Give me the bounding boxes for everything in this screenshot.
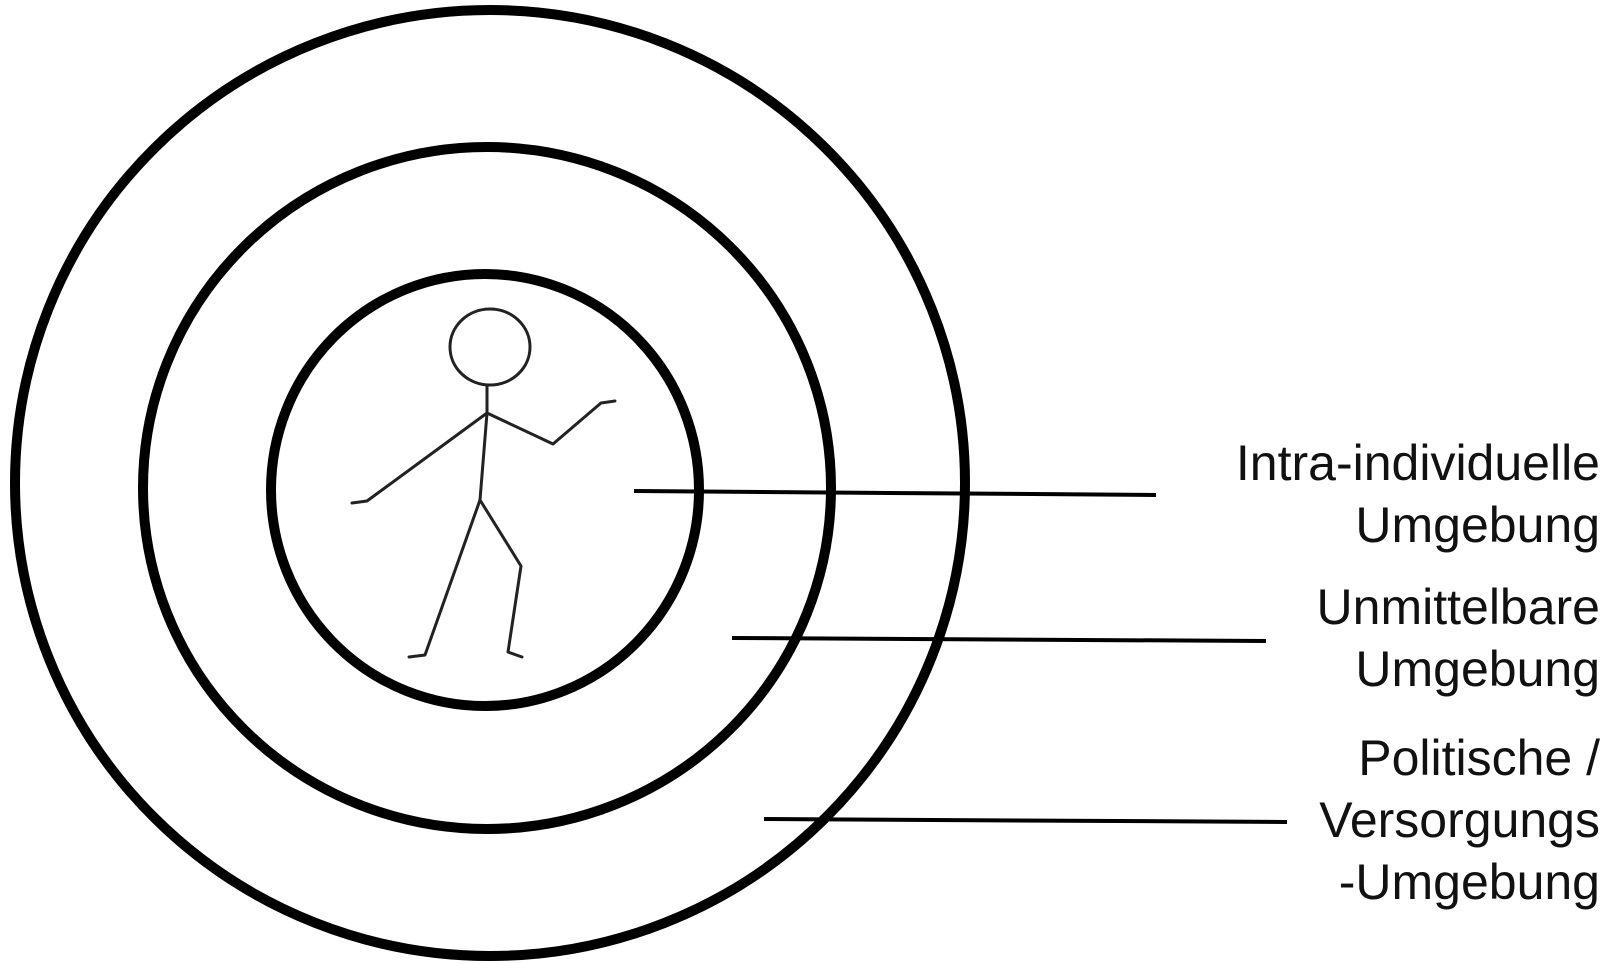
stick-figure-right-leg xyxy=(480,500,522,657)
stick-figure-right-arm xyxy=(487,401,615,444)
middle-circle-immediate-environment xyxy=(143,147,831,829)
label-political-environment: Politische / Versorgungs -Umgebung xyxy=(1319,727,1600,913)
label-political-line2: Versorgungs xyxy=(1319,789,1600,851)
label-intra-line1: Intra-individuelle xyxy=(1236,432,1600,494)
stick-figure-person-icon xyxy=(352,309,615,657)
pointer-line-intra-individual xyxy=(634,491,1156,495)
label-immediate-line1: Unmittelbare xyxy=(1317,576,1600,638)
stick-figure-torso xyxy=(480,413,487,500)
label-political-line3: -Umgebung xyxy=(1319,851,1600,913)
stick-figure-left-leg xyxy=(409,500,480,657)
label-political-line1: Politische / xyxy=(1319,727,1600,789)
stick-figure-head xyxy=(450,309,530,385)
stick-figure-left-arm xyxy=(352,413,487,503)
label-immediate-environment: Unmittelbare Umgebung xyxy=(1317,576,1600,700)
label-intra-line2: Umgebung xyxy=(1236,494,1600,556)
label-immediate-line2: Umgebung xyxy=(1317,638,1600,700)
label-intra-individual-environment: Intra-individuelle Umgebung xyxy=(1236,432,1600,556)
pointer-line-political xyxy=(764,819,1287,822)
pointer-line-immediate xyxy=(732,638,1266,641)
